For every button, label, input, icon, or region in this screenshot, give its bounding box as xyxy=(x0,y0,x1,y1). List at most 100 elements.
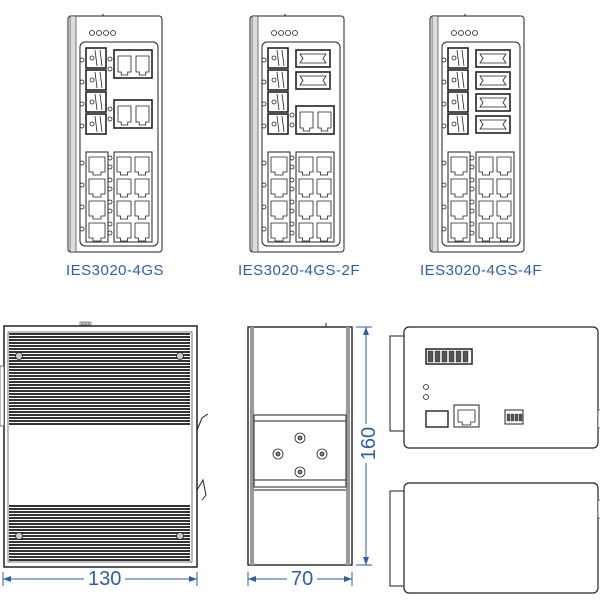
model-label-3: IES3020-4GS-4F xyxy=(419,262,543,279)
sfp-slot-icon xyxy=(85,47,107,69)
heatsink-fin xyxy=(9,360,190,362)
side-view-heatsink xyxy=(0,321,209,568)
sfp-latch xyxy=(461,115,465,133)
sfp-led xyxy=(451,55,457,61)
port-led xyxy=(261,57,267,63)
screw-center xyxy=(275,451,281,457)
rj45-port-icon xyxy=(316,156,332,176)
port-led xyxy=(441,160,447,166)
sfp-latch xyxy=(99,115,103,133)
port-led xyxy=(107,186,113,192)
sfp-latch xyxy=(461,93,465,111)
reset-button-icon xyxy=(423,384,429,390)
rj45-outline xyxy=(116,178,132,198)
rj45-port-icon xyxy=(298,178,314,198)
port-led xyxy=(469,155,475,161)
rj45-outline xyxy=(450,200,468,220)
heatsink-fin xyxy=(9,372,190,374)
screw-icon xyxy=(176,532,184,540)
port-led xyxy=(441,226,447,232)
port-led xyxy=(469,230,475,236)
power-terminal-icon xyxy=(425,410,449,428)
cage-inner xyxy=(479,97,507,108)
heatsink-fin xyxy=(9,538,190,540)
sfp-latch xyxy=(276,71,280,89)
power-led xyxy=(451,30,457,36)
heatsink-fin xyxy=(9,559,190,561)
port-led xyxy=(261,101,267,107)
rj45-port-icon xyxy=(298,156,314,176)
sfp-slot-icon xyxy=(267,47,289,69)
port-led xyxy=(79,226,85,232)
terminal-block-icon xyxy=(425,348,473,365)
port-led xyxy=(289,186,295,192)
top-flange xyxy=(389,335,405,432)
sfp-latch xyxy=(94,71,98,89)
rj45-port-icon xyxy=(116,178,132,198)
power-led xyxy=(278,30,284,36)
heatsink-fin xyxy=(9,396,190,398)
sfp-slot-icon xyxy=(267,91,289,113)
sfp-latch xyxy=(281,71,285,89)
port-led xyxy=(289,122,295,128)
port-led xyxy=(441,79,447,85)
heatsink-fin xyxy=(9,414,190,416)
fiber-sfp-cage-icon xyxy=(475,71,511,90)
sfp-slot-icon xyxy=(267,69,289,91)
rj45-port-icon xyxy=(116,156,132,176)
port-led xyxy=(107,208,113,214)
sfp-led xyxy=(89,77,95,83)
port-led xyxy=(107,66,113,72)
sfp-slot-icon xyxy=(447,47,469,69)
port-led xyxy=(441,57,447,63)
rj45-outline xyxy=(134,178,150,198)
led-pin xyxy=(82,321,86,326)
rj45-outline xyxy=(496,200,512,220)
sfp-slot-icon xyxy=(85,91,107,113)
heatsink-fin xyxy=(9,342,190,344)
port-led xyxy=(289,177,295,183)
rj45-port-icon xyxy=(478,200,494,220)
rj45-port-icon xyxy=(270,178,288,198)
port-led xyxy=(289,230,295,236)
sfp-led xyxy=(89,55,95,61)
sfp-slot-icon xyxy=(267,113,289,135)
fiber-sfp-cage-icon xyxy=(295,49,331,68)
heatsink-fin xyxy=(9,390,190,392)
rj45-outline xyxy=(134,200,150,220)
rj45-port-icon xyxy=(496,200,512,220)
rj45-outline xyxy=(298,222,314,242)
heatsink-fin xyxy=(9,366,190,368)
port-led xyxy=(79,101,85,107)
device-side-rail xyxy=(431,15,439,253)
heatsink-fin xyxy=(9,336,190,338)
depth-dimension-label: 70 xyxy=(287,568,318,591)
fiber-sfp-cage-icon xyxy=(295,71,331,90)
led-pin xyxy=(79,321,83,326)
heatsink-fin xyxy=(9,369,190,371)
port-led xyxy=(289,208,295,214)
port-led xyxy=(107,56,113,62)
port-led xyxy=(289,199,295,205)
heatsink-fin xyxy=(9,547,190,549)
dip-switch-icon xyxy=(504,409,524,425)
power-led xyxy=(458,30,464,36)
bottom-body xyxy=(403,482,599,594)
port-led xyxy=(469,208,475,214)
sfp-latch xyxy=(94,93,98,111)
port-led xyxy=(79,57,85,63)
cage-inner xyxy=(479,53,507,64)
top-body xyxy=(403,326,599,449)
rj45-outline xyxy=(88,178,106,198)
port-led xyxy=(469,221,475,227)
port-led xyxy=(441,101,447,107)
port-led xyxy=(261,226,267,232)
rj45-outline xyxy=(450,178,468,198)
port-led xyxy=(469,164,475,170)
rj45-outline xyxy=(116,222,132,242)
screw-center xyxy=(297,469,303,475)
device-side-rail xyxy=(69,15,77,253)
sfp-slot-icon xyxy=(447,91,469,113)
heatsink-fin xyxy=(9,378,190,380)
port-led xyxy=(261,79,267,85)
